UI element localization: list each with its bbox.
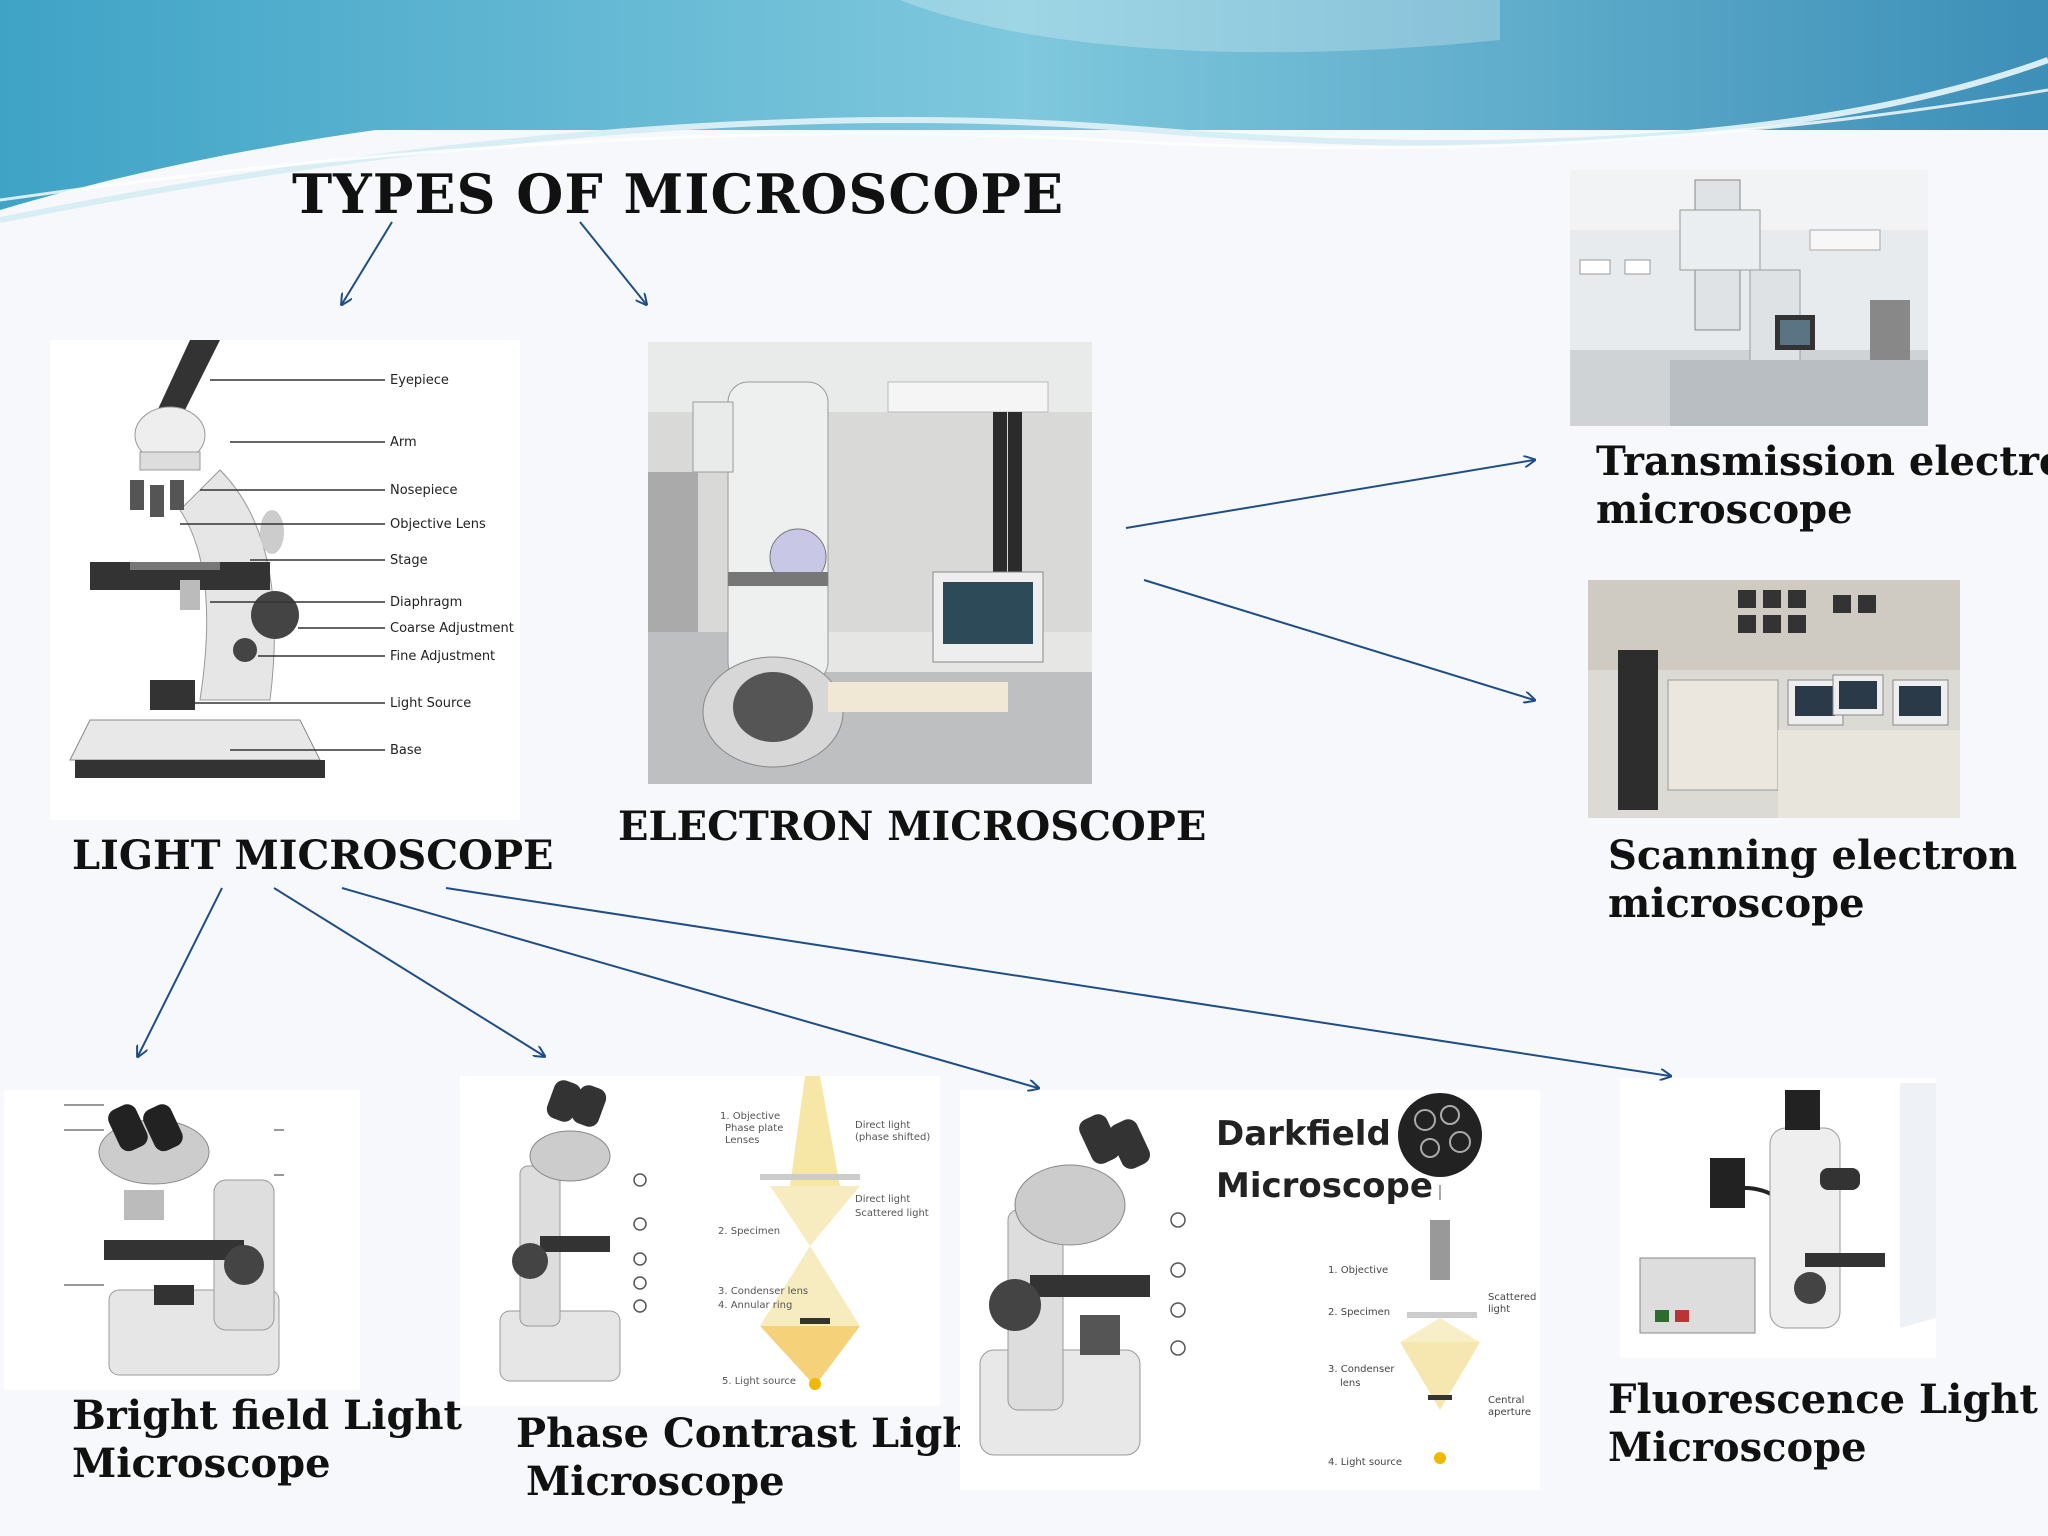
phase-step-4: 4. Annular ring [718, 1300, 792, 1311]
arrow-to-bright-field [138, 887, 223, 1056]
phase-contrast-label-line1: Phase Contrast Light [516, 1410, 990, 1457]
darkfield-step-4: 4. Light source [1328, 1457, 1402, 1468]
phase-step-3: 3. Condenser lens [718, 1286, 808, 1297]
phase-note-direct-light: Direct light [855, 1120, 910, 1131]
phase-step-lenses: Lenses [725, 1135, 759, 1146]
fluorescence-label: Fluorescence Light Microscope [1608, 1376, 2038, 1472]
arrow-to-tem [1125, 460, 1534, 529]
sem-label-line1: Scanning electron [1608, 832, 2018, 879]
part-label-base: Base [390, 743, 422, 758]
phase-step-1: 1. Objective [720, 1111, 780, 1122]
phase-note-phase-shifted: (phase shifted) [855, 1132, 930, 1143]
arrow-to-phase-contrast [273, 887, 544, 1056]
darkfield-title: Darkfield Microscope [1216, 1108, 1433, 1212]
darkfield-title-line2: Microscope [1216, 1166, 1433, 1206]
phase-contrast-label-line2: Microscope [526, 1458, 785, 1505]
sem-photo [1588, 580, 1960, 818]
part-label-coarse-adjustment: Coarse Adjustment [390, 621, 514, 636]
fluorescence-microscope-image [1620, 1078, 1936, 1358]
part-label-eyepiece: Eyepiece [390, 373, 449, 388]
phase-note-direct-light-2: Direct light [855, 1194, 910, 1205]
darkfield-step-3-lens: lens [1340, 1378, 1360, 1389]
tem-label: Transmission electron microscope [1596, 438, 2048, 534]
tem-label-line2: microscope [1596, 486, 1853, 533]
electron-microscope-label: ELECTRON MICROSCOPE [618, 803, 1207, 850]
bright-field-microscope-image [4, 1090, 360, 1390]
phase-contrast-label: Phase Contrast Light Microscope [516, 1410, 990, 1506]
phase-step-2: 2. Specimen [718, 1226, 780, 1237]
fluorescence-label-line2: Microscope [1608, 1424, 1867, 1471]
phase-step-phase-plate: Phase plate [725, 1123, 783, 1134]
part-label-diaphragm: Diaphragm [390, 595, 462, 610]
arrow-to-fluorescence [445, 887, 1670, 1076]
arrow-to-sem [1143, 579, 1534, 700]
bright-field-label-line2: Microscope [72, 1440, 331, 1487]
part-label-stage: Stage [390, 553, 428, 568]
light-microscope-label: LIGHT MICROSCOPE [72, 832, 554, 879]
electron-microscope-photo [648, 342, 1092, 784]
phase-contrast-microscope-image: 1. Objective Phase plate Lenses 2. Speci… [460, 1076, 940, 1406]
sem-label-line2: microscope [1608, 880, 1865, 927]
tem-photo [1570, 170, 1928, 426]
bright-field-label-line1: Bright field Light [72, 1392, 462, 1439]
page-title: TYPES OF MICROSCOPE [292, 162, 1065, 226]
sem-label: Scanning electron microscope [1608, 832, 2017, 928]
darkfield-step-2: 2. Specimen [1328, 1307, 1390, 1318]
part-label-arm: Arm [390, 435, 417, 450]
fluorescence-label-line1: Fluorescence Light [1608, 1376, 2038, 1423]
darkfield-note-central: Central [1488, 1395, 1524, 1406]
darkfield-note-aperture: aperture [1488, 1407, 1531, 1418]
phase-note-scattered-light: Scattered light [855, 1208, 929, 1219]
part-label-objective-lens: Objective Lens [390, 517, 486, 532]
bright-field-label: Bright field Light Microscope [72, 1392, 462, 1488]
darkfield-microscope-image: 1. Objective 2. Specimen 3. Condenser le… [960, 1090, 1540, 1490]
darkfield-step-3: 3. Condenser [1328, 1364, 1395, 1375]
arrow-to-darkfield [341, 887, 1038, 1088]
darkfield-title-line1: Darkfield [1216, 1114, 1391, 1154]
tem-label-line1: Transmission electron [1596, 438, 2048, 485]
part-label-fine-adjustment: Fine Adjustment [390, 649, 495, 664]
part-label-nosepiece: Nosepiece [390, 483, 457, 498]
light-microscope-diagram: Eyepiece Arm Nosepiece Objective Lens St… [50, 340, 520, 820]
darkfield-note-scattered: Scattered [1488, 1292, 1536, 1303]
phase-step-5: 5. Light source [722, 1376, 796, 1387]
darkfield-note-light: light [1488, 1304, 1510, 1315]
part-label-light-source: Light Source [390, 696, 471, 711]
header-wave-decoration [0, 0, 2048, 223]
darkfield-step-1: 1. Objective [1328, 1265, 1388, 1276]
